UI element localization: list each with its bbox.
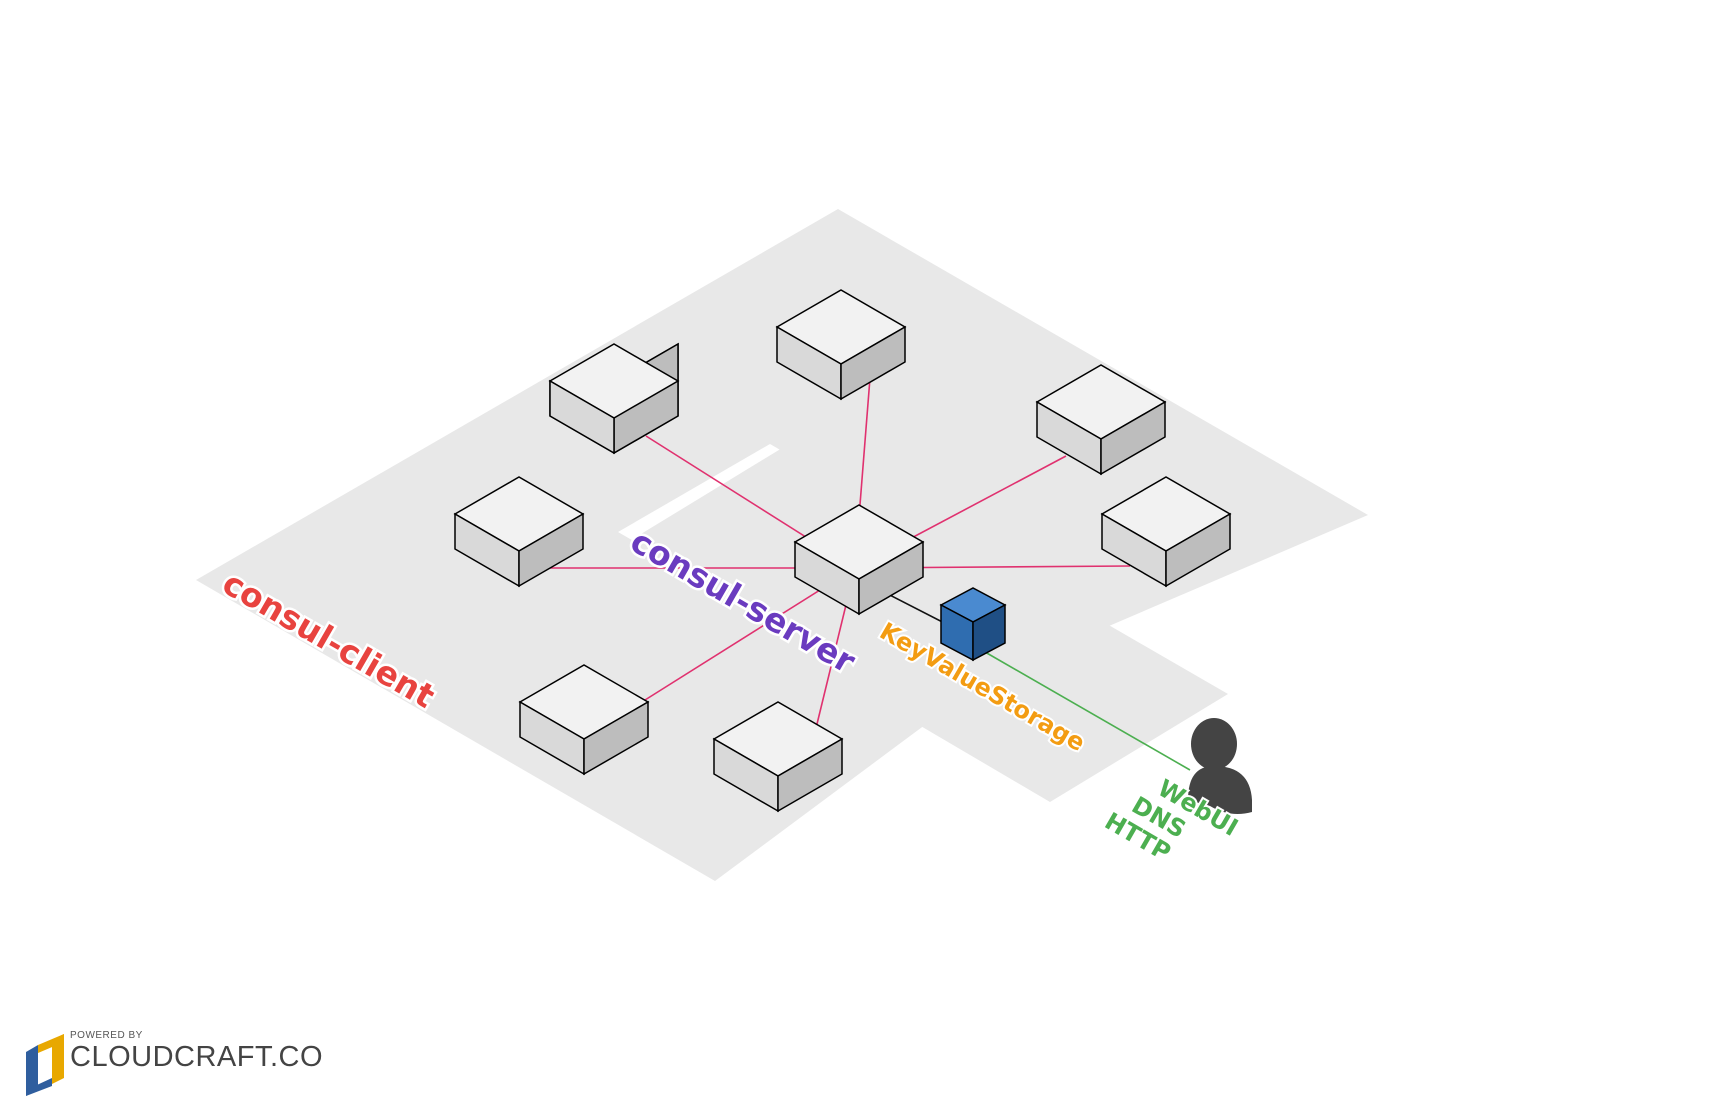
client-node-2 <box>775 289 907 401</box>
link-kv-user <box>984 651 1191 771</box>
cloudcraft-brand-text: CLOUDCRAFT.CO <box>70 1041 324 1073</box>
client-node-5 <box>1100 476 1232 588</box>
server-platform <box>618 442 1228 802</box>
client-node-3 <box>1035 364 1167 476</box>
client-node-4 <box>453 476 585 588</box>
cloudcraft-logo-icon <box>26 1034 64 1096</box>
client-node-6 <box>518 664 650 776</box>
server-node <box>793 504 925 616</box>
user-icon <box>1188 718 1252 814</box>
powered-by-text: POWERED BY <box>70 1030 143 1041</box>
client-node-1 <box>548 342 680 455</box>
client-node-7 <box>712 701 844 813</box>
cloudcraft-watermark[interactable]: POWERED BY CLOUDCRAFT.CO <box>24 1030 323 1100</box>
client-platform <box>196 209 1368 881</box>
database-cube-icon <box>939 587 1007 662</box>
links <box>550 377 1131 725</box>
